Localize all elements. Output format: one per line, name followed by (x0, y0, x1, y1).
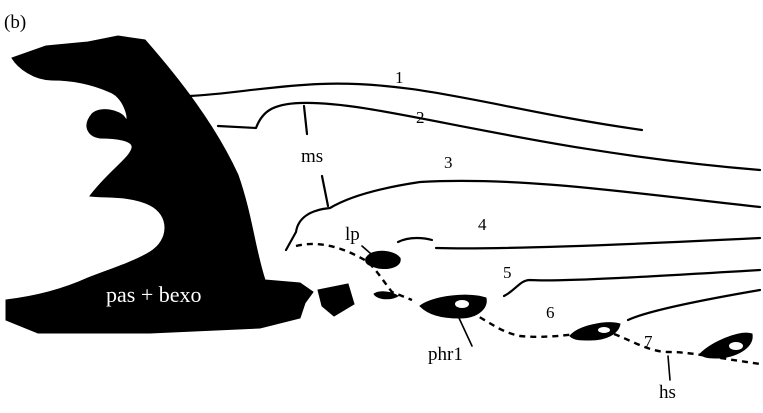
bone-fragment-small (374, 292, 398, 299)
label-hs: hs (659, 382, 676, 403)
panel-label: (b) (4, 12, 26, 33)
line-2 (218, 103, 760, 170)
phr1-bone (420, 295, 486, 318)
bone-fragment-lower-left (318, 284, 354, 316)
number-2: 2 (416, 108, 425, 127)
bone-7 (700, 333, 752, 358)
number-5: 5 (503, 263, 512, 282)
label-ms: ms (301, 146, 323, 167)
number-1: 1 (395, 68, 404, 87)
label-phr1: phr1 (428, 344, 463, 365)
number-6: 6 (546, 303, 555, 322)
line-5 (504, 270, 760, 296)
dashed-line-upper (296, 244, 412, 300)
line-4-left (398, 238, 432, 242)
line-6 (628, 290, 760, 320)
line-4 (436, 238, 760, 248)
hs-leader (668, 356, 670, 380)
bone-7-opening (729, 342, 743, 350)
bone-6 (570, 323, 620, 340)
phr1-leader (459, 318, 472, 346)
label-lp: lp (345, 224, 360, 245)
ms-leader-lower (322, 176, 328, 206)
phr1-opening (455, 300, 469, 308)
ms-leader-upper (304, 106, 307, 134)
dashed-line-lower (470, 312, 576, 337)
bone-6-opening (598, 327, 610, 333)
number-3: 3 (444, 153, 453, 172)
number-4: 4 (478, 215, 487, 234)
number-7: 7 (644, 332, 653, 351)
label-pas-bexo: pas + bexo (106, 282, 202, 307)
